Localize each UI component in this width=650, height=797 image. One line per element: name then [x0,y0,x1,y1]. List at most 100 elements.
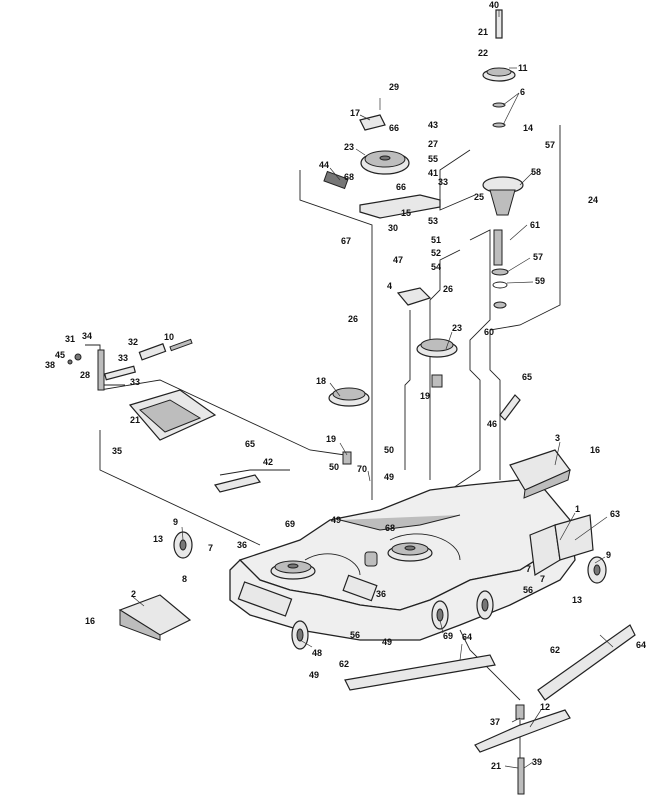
callout-49: 49 [331,515,341,525]
callout-49: 49 [309,670,319,680]
callout-64: 64 [462,632,472,642]
callout-23: 23 [344,142,354,152]
callout-33: 33 [118,353,128,363]
callout-38: 38 [45,360,55,370]
callout-10: 10 [164,332,174,342]
callout-21: 21 [478,27,488,37]
callout-36: 36 [376,589,386,599]
callout-16: 16 [590,445,600,455]
deck-spindle-center [387,542,433,562]
callout-62: 62 [550,645,560,655]
callout-6: 6 [520,87,525,97]
callout-labels: 4021221161457582461575960291766234468661… [45,0,646,771]
callout-22: 22 [478,48,488,58]
callout-32: 32 [128,337,138,347]
callout-7: 7 [526,564,531,574]
idler-bracket-4 [396,287,432,306]
callout-2: 2 [131,589,136,599]
callout-36: 36 [237,540,247,550]
mower-blade-12 [474,704,571,795]
callout-48: 48 [312,648,322,658]
callout-21: 21 [491,761,501,771]
callout-17: 17 [350,108,360,118]
height-adjust-lever [67,338,193,391]
callout-57: 57 [533,252,543,262]
callout-55: 55 [428,154,438,164]
callout-45: 45 [55,350,65,360]
deck-wheel-left-rear [291,620,309,650]
callout-53: 53 [428,216,438,226]
callout-47: 47 [393,255,403,265]
callout-59: 59 [535,276,545,286]
callout-35: 35 [112,446,122,456]
callout-12: 12 [540,702,550,712]
deck-wheel-center-rear [431,600,449,630]
callout-44: 44 [319,160,329,170]
callout-50: 50 [384,445,394,455]
blade-64-right [537,624,636,701]
gauge-wheel-right [587,556,607,584]
mulch-cover-plate [118,594,192,641]
callout-63: 63 [610,509,620,519]
deck-spindle-left [270,560,316,580]
callout-60: 60 [484,327,494,337]
callout-50: 50 [329,462,339,472]
callout-67: 67 [341,236,351,246]
callout-65: 65 [245,439,255,449]
rear-shield-plate [128,389,217,441]
gauge-wheel-left [173,531,193,559]
callout-61: 61 [530,220,540,230]
callout-56: 56 [350,630,360,640]
callout-21: 21 [130,415,140,425]
callout-43: 43 [428,120,438,130]
callout-8: 8 [182,574,187,584]
callout-29: 29 [389,82,399,92]
callout-49: 49 [382,637,392,647]
callout-62: 62 [339,659,349,669]
callout-33: 33 [130,377,140,387]
callout-34: 34 [82,331,92,341]
callout-40: 40 [489,0,499,10]
deck-wheel-right-rear [476,590,494,620]
callout-33: 33 [438,177,448,187]
callout-7: 7 [540,574,545,584]
callout-3: 3 [555,433,560,443]
callout-31: 31 [65,334,75,344]
callout-25: 25 [474,192,484,202]
callout-26: 26 [443,284,453,294]
callout-13: 13 [572,595,582,605]
callout-9: 9 [606,550,611,560]
callout-56: 56 [523,585,533,595]
callout-13: 13 [153,534,163,544]
callout-leaders [132,10,614,769]
idler-pulley-23 [416,338,458,388]
callout-28: 28 [80,370,90,380]
callout-69: 69 [443,631,453,641]
blade-64-left [344,654,496,691]
callout-68: 68 [385,523,395,533]
callout-19: 19 [326,434,336,444]
discharge-deflector [509,449,571,499]
callout-42: 42 [263,457,273,467]
callout-70: 70 [357,464,367,474]
callout-14: 14 [523,123,533,133]
callout-7: 7 [208,543,213,553]
jackshaft-spindle-stack [482,9,524,309]
callout-15: 15 [401,208,411,218]
callout-4: 4 [387,281,392,291]
callout-65: 65 [522,372,532,382]
callout-69: 69 [285,519,295,529]
callout-18: 18 [316,376,326,386]
deck-bracket-42 [213,474,262,493]
callout-11: 11 [518,63,528,73]
idler-arm [323,114,441,219]
callout-1: 1 [575,504,580,514]
callout-52: 52 [431,248,441,258]
idler-pulley-18 [328,387,370,465]
front-wheel-bracket [529,514,594,576]
callout-58: 58 [531,167,541,177]
callout-37: 37 [490,717,500,727]
callout-57: 57 [545,140,555,150]
idler-roller [364,551,378,567]
